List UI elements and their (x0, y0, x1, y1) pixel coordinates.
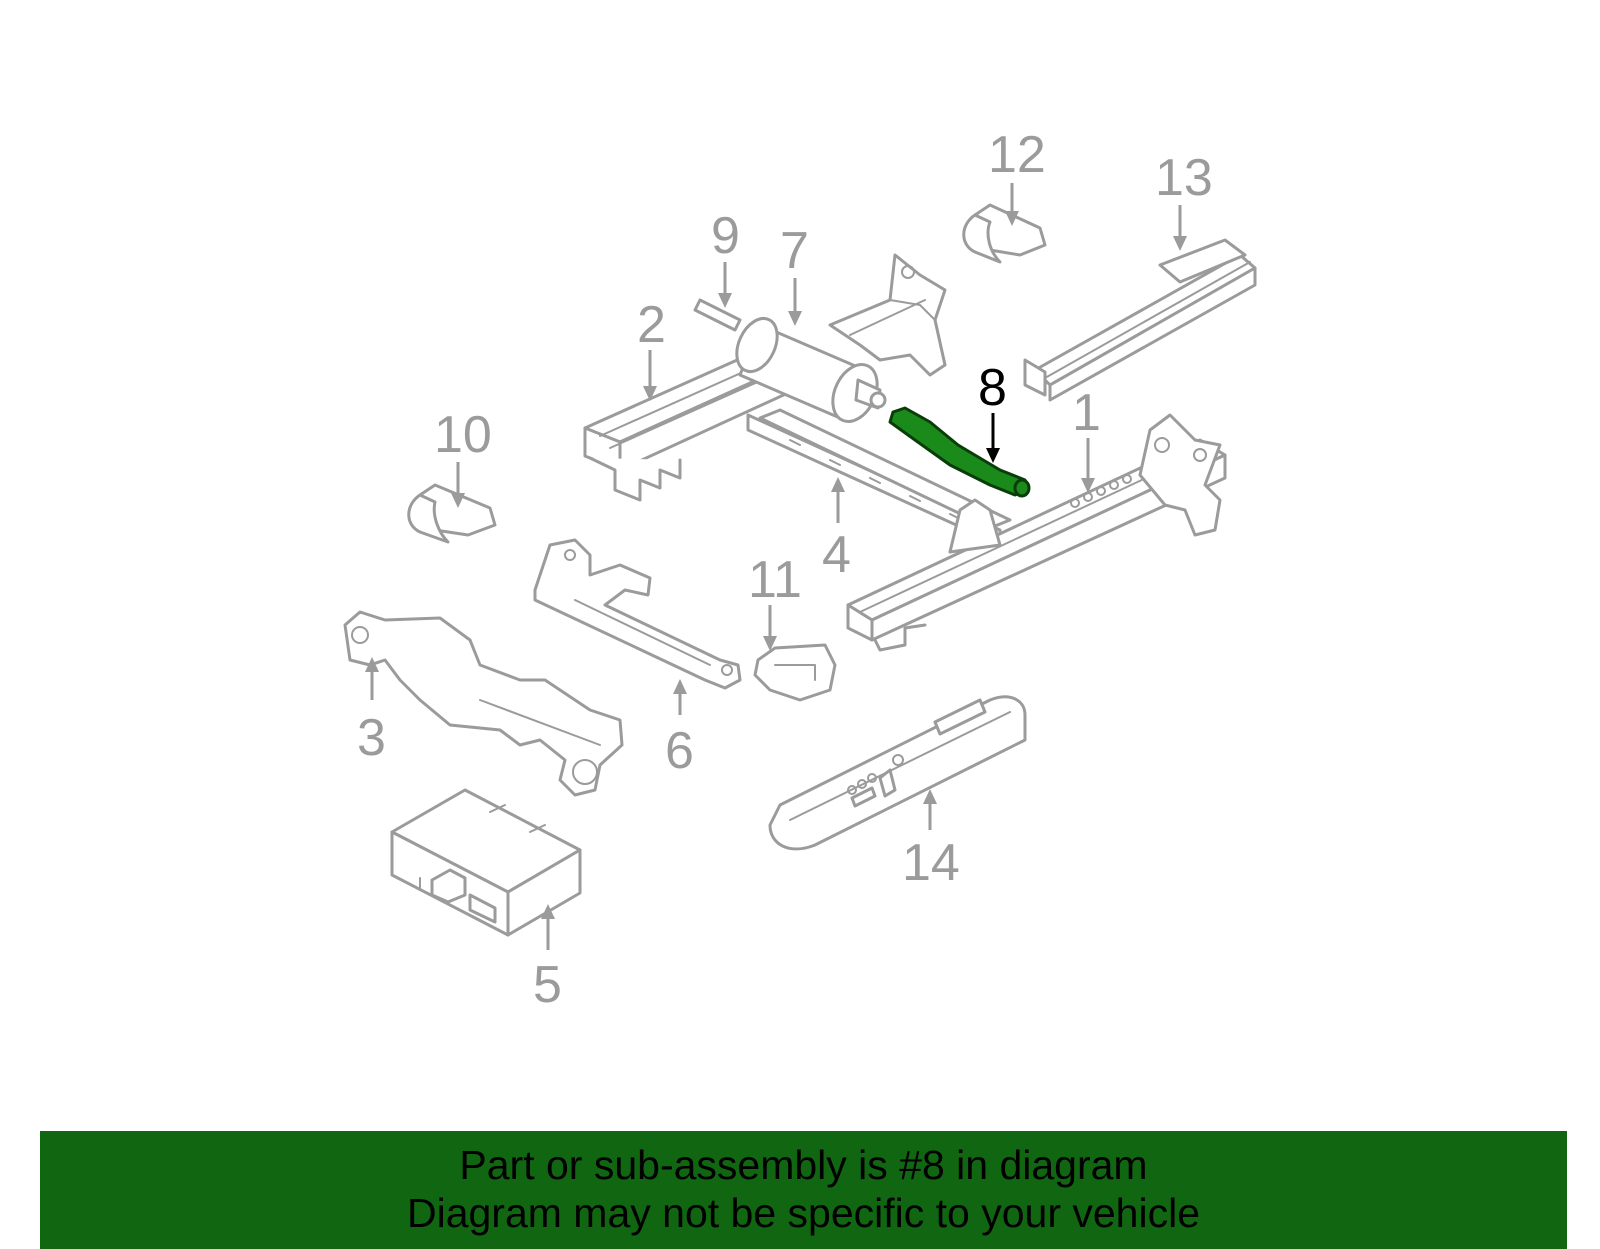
callout-1: 1 (1072, 384, 1101, 493)
part-6-bracket (533, 538, 742, 690)
callout-13: 13 (1155, 149, 1213, 251)
callout-5: 5 (533, 904, 562, 1014)
callout-11-label: 11 (748, 551, 802, 609)
callout-14-label: 14 (902, 834, 960, 892)
callout-13-label: 13 (1155, 149, 1213, 207)
part-8-torque-rod (888, 406, 1031, 498)
callout-9-label: 9 (711, 207, 740, 265)
part-3-bracket (343, 610, 624, 797)
callout-6-label: 6 (665, 722, 694, 780)
part-14-switch-panel (768, 695, 1027, 851)
callout-4: 4 (822, 477, 851, 584)
callout-3-label: 3 (357, 709, 386, 767)
banner-line-2: Diagram may not be specific to your vehi… (406, 1190, 1200, 1236)
callout-14: 14 (902, 789, 960, 892)
callout-7-label: 7 (780, 222, 809, 280)
callout-6: 6 (665, 679, 694, 780)
callout-1-label: 1 (1072, 384, 1101, 442)
callout-5-label: 5 (533, 956, 562, 1014)
callout-12-label: 12 (988, 126, 1046, 184)
part-2-rear-bracket (828, 253, 947, 377)
part-7-motor (735, 317, 887, 423)
part-13-rail (1023, 238, 1257, 402)
callout-7: 7 (780, 222, 809, 326)
part-12-clip (962, 203, 1047, 264)
callout-9: 9 (711, 207, 740, 308)
callout-8-highlighted: 8 (978, 359, 1007, 463)
callout-4-label: 4 (822, 526, 851, 584)
callout-2: 2 (637, 296, 666, 401)
callout-2-label: 2 (637, 296, 666, 354)
callout-8-label: 8 (978, 359, 1007, 417)
info-banner: Part or sub-assembly is #8 in diagram Di… (40, 1131, 1567, 1249)
part-11-clip (753, 643, 837, 702)
banner-line-1: Part or sub-assembly is #8 in diagram (459, 1142, 1148, 1188)
callout-10: 10 (434, 406, 492, 508)
callout-11: 11 (748, 551, 802, 651)
part-10-clip (407, 483, 497, 544)
part-1-right-track (846, 413, 1227, 652)
part-9-pin (693, 298, 742, 332)
callout-3: 3 (357, 657, 386, 767)
part-5-module (390, 788, 582, 937)
part-4-cross-bar (746, 408, 1012, 547)
callout-12: 12 (988, 126, 1046, 226)
callout-10-label: 10 (434, 406, 492, 464)
